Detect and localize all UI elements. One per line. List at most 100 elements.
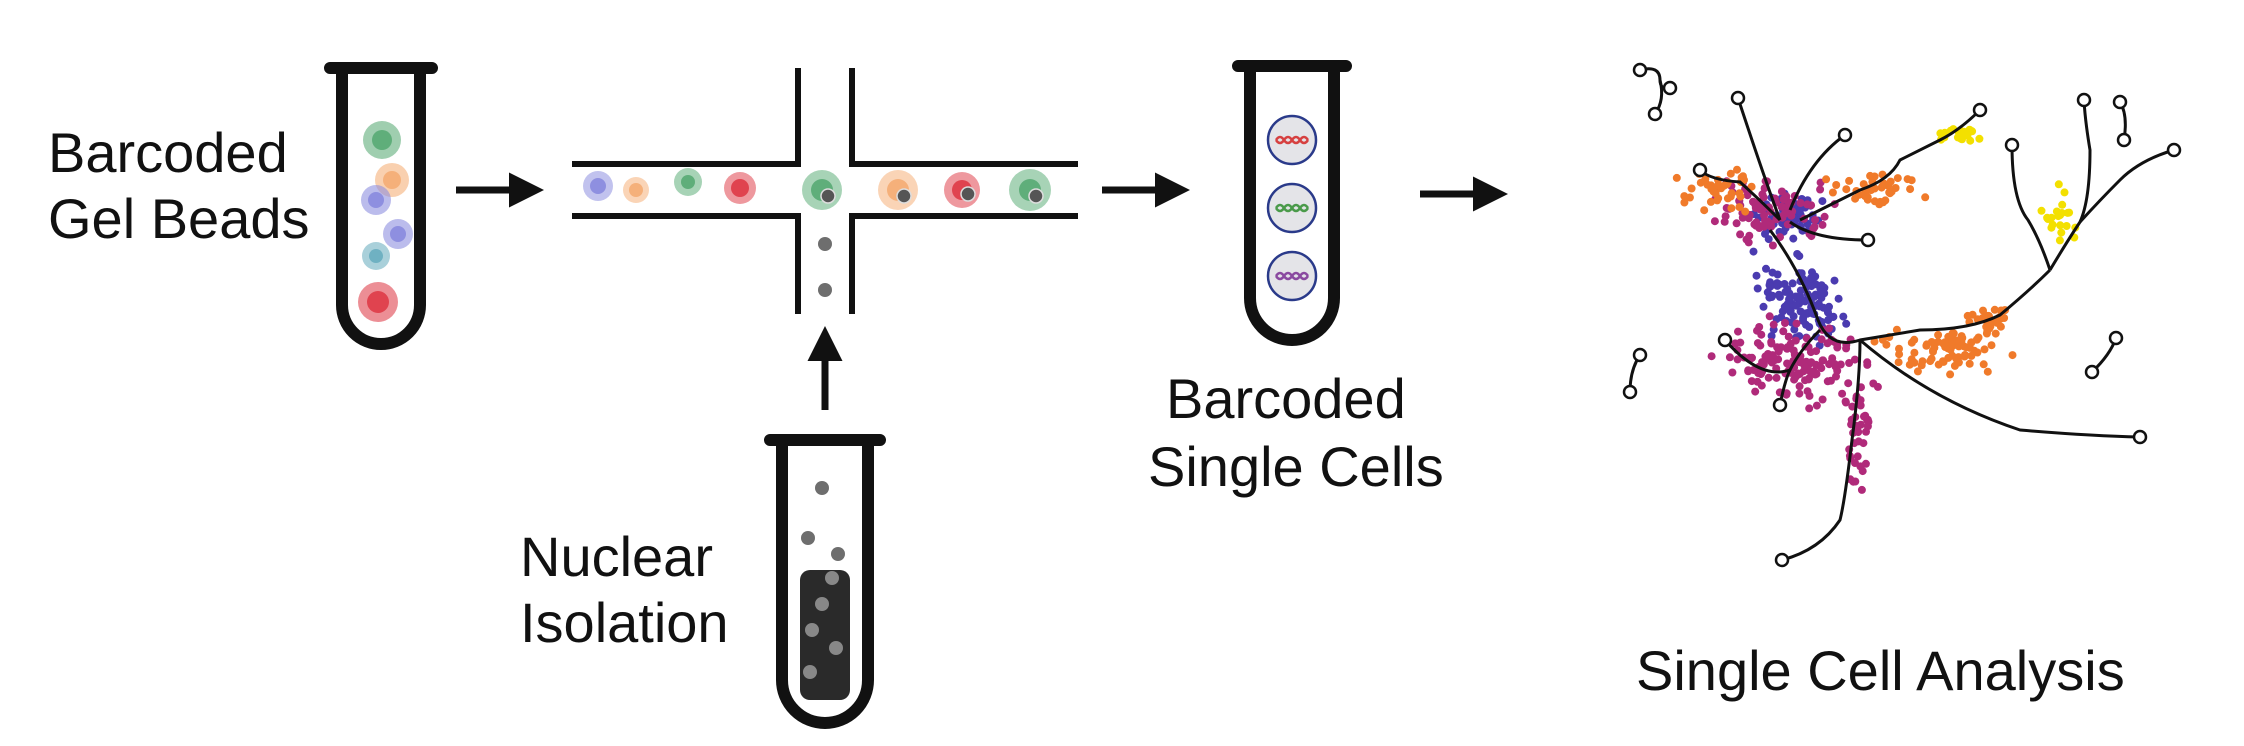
cell-dot <box>1773 279 1782 288</box>
cell-dot <box>1954 358 1963 367</box>
cell-dot <box>1767 332 1776 340</box>
cell-dot <box>1834 294 1843 303</box>
cell-dot <box>1827 357 1836 366</box>
cell-dot <box>1980 345 1989 354</box>
cell-dot <box>1823 339 1832 348</box>
cell-dot <box>1796 292 1804 300</box>
cell-dot <box>1850 355 1859 364</box>
cell-dot <box>1882 340 1891 349</box>
cell-dot <box>1811 216 1820 224</box>
cell-dot <box>1807 358 1816 367</box>
cell-dot <box>1767 339 1776 348</box>
cell-dot <box>1879 198 1888 207</box>
cell-dot <box>1759 193 1768 202</box>
cell-dot <box>1725 353 1734 362</box>
cell-dot <box>2052 207 2061 216</box>
cell-dot <box>1773 270 1782 279</box>
cell-dot <box>1736 338 1745 347</box>
cell-dot <box>1764 373 1773 382</box>
gel-beads-label-2: Gel Beads <box>48 187 310 250</box>
cell-dot <box>1687 184 1696 193</box>
cell-dot <box>1983 367 1992 376</box>
cell-dot <box>1893 174 1902 183</box>
cell-dot <box>1749 247 1758 256</box>
cell-dot <box>1946 370 1955 379</box>
cell-dot <box>1741 207 1750 216</box>
cell-dot <box>1765 312 1774 321</box>
cell-dot <box>1987 341 1996 350</box>
cell-dot <box>1816 185 1825 194</box>
cell-dot <box>2055 236 2064 245</box>
cell-dot <box>1887 187 1896 196</box>
cell-dot <box>1762 264 1770 273</box>
cell-dot <box>1979 360 1988 369</box>
cell-dot <box>1769 320 1778 329</box>
cell-dot <box>1853 452 1862 461</box>
cell-dot <box>1857 485 1866 494</box>
cell-dot <box>1733 355 1742 364</box>
cell-dot <box>1960 352 1969 361</box>
cell-dot <box>1906 185 1915 194</box>
cell-dot <box>1990 305 1999 314</box>
cell-dot <box>2048 220 2057 229</box>
cell-dot <box>1895 350 1904 359</box>
cell-dot <box>1795 358 1804 367</box>
cell-dot <box>1965 359 1974 368</box>
cell-dot <box>2000 314 2009 322</box>
cell-dot <box>1760 211 1769 220</box>
nuclear-isolation-tube-icon <box>764 434 886 729</box>
trajectory-node <box>1730 90 1746 106</box>
gel-beads-label-1: Barcoded <box>48 121 288 184</box>
cell-dot <box>1747 377 1756 386</box>
cell-dot <box>1736 230 1745 239</box>
nuclear-label-1: Nuclear <box>520 525 713 588</box>
cell-dot <box>1672 173 1681 182</box>
cell-dot <box>1803 387 1812 396</box>
cell-dot <box>1859 180 1868 189</box>
cell-dot <box>2047 213 2056 222</box>
cell-dot <box>1807 201 1816 210</box>
cell-dot <box>1752 221 1760 230</box>
cell-dot <box>1732 219 1741 228</box>
cell-dot <box>1842 319 1851 328</box>
cell-dot <box>1707 181 1716 190</box>
trajectory-node <box>1632 347 1648 363</box>
cell-dot <box>1783 285 1792 294</box>
cell-dot <box>1870 337 1879 346</box>
cell-dot <box>1993 318 2002 327</box>
cell-dot <box>1907 355 1916 364</box>
cell-dot <box>1815 361 1824 370</box>
cell-dot <box>1845 176 1854 185</box>
cell-dot <box>1806 348 1815 357</box>
cell-dot <box>1944 353 1953 362</box>
single-cells-label-2: Single Cells <box>1148 435 1444 498</box>
cell-dot <box>1886 177 1895 186</box>
cell-dot <box>1756 341 1765 350</box>
cell-dot <box>1761 352 1770 361</box>
trajectory-node <box>2166 142 2182 158</box>
cell-dot <box>1820 212 1829 221</box>
cell-dot <box>1743 191 1752 200</box>
cell-dot <box>1929 347 1937 356</box>
cell-dot <box>1777 187 1786 196</box>
cell-dot <box>1809 224 1818 233</box>
trajectory-node <box>1972 102 1988 118</box>
cell-dot <box>1757 369 1766 378</box>
cell-dot <box>2062 222 2071 230</box>
cell-dot <box>1779 327 1788 336</box>
cell-dot <box>1792 301 1801 310</box>
cell-dot <box>1828 188 1837 197</box>
cell-dot <box>1845 359 1854 367</box>
cell-dot <box>1918 357 1927 366</box>
cell-dot <box>1736 192 1745 201</box>
cell-dot <box>1785 295 1794 304</box>
trajectory-node <box>1622 384 1638 400</box>
cell-dot <box>1839 312 1848 321</box>
cell-dot <box>1735 203 1744 212</box>
trajectory-node <box>1717 332 1733 348</box>
trajectory-node <box>2004 137 2020 153</box>
cell-dot <box>1894 358 1903 367</box>
trajectory-node <box>2084 364 2100 380</box>
cell-dot <box>1807 274 1815 283</box>
cell-dot <box>1838 389 1847 398</box>
